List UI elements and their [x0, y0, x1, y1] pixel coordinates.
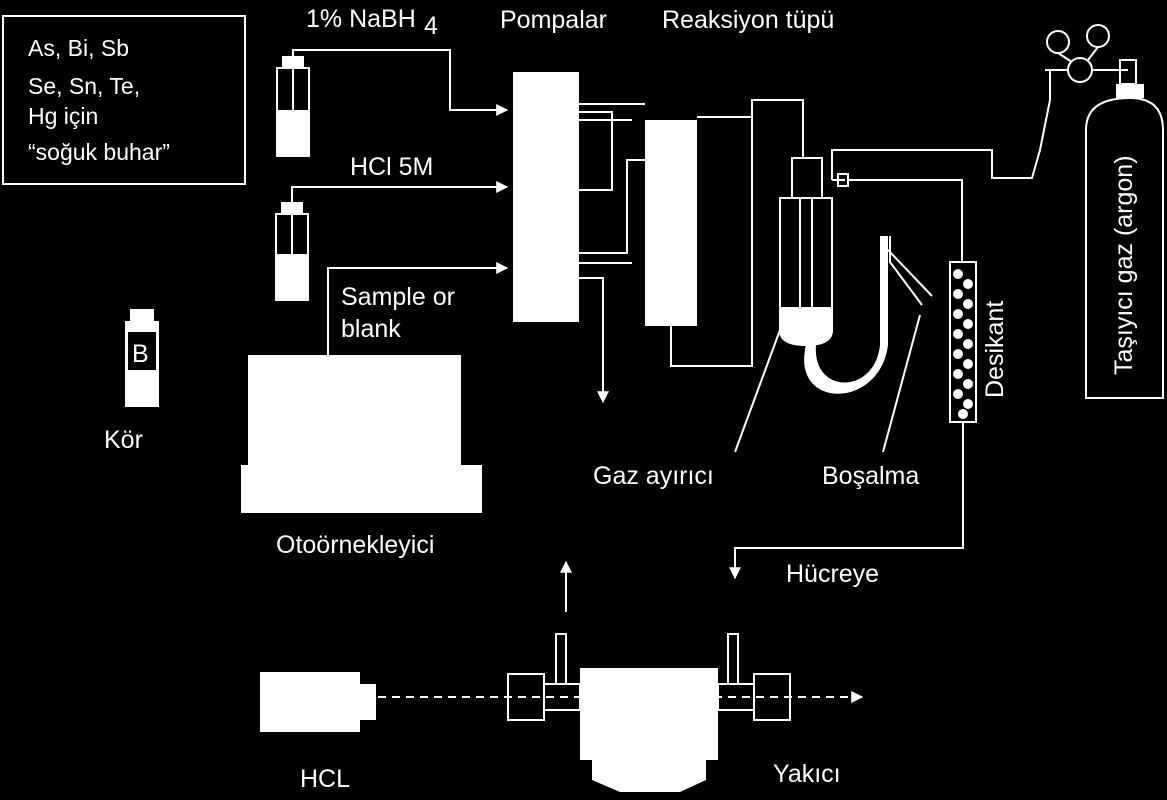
desiccant-label: Desikant [981, 301, 1009, 398]
regulator [1045, 24, 1137, 100]
autosampler-label: Otoörnekleyici [276, 531, 434, 559]
sample-label-2: blank [341, 315, 401, 343]
gas-separator-label: Gaz ayırıcı [593, 462, 714, 490]
pump-lines [579, 103, 645, 400]
quartz-cell [507, 633, 791, 721]
hcl-lamp [260, 672, 376, 732]
hcl-5m-label: HCl 5M [350, 153, 433, 181]
nabh4-label: 1% NaBH [306, 5, 416, 33]
gas-separator [779, 157, 849, 347]
nabh4-subscript: 4 [424, 12, 438, 40]
reaction-to-separator-line [670, 116, 753, 367]
sample-label-1: Sample or [341, 283, 455, 311]
gas-separator-pointer [734, 329, 781, 453]
to-cell-line [729, 422, 964, 580]
autosampler [241, 355, 482, 513]
blank-label: Kör [104, 426, 143, 454]
info-line-3: Hg için [28, 103, 98, 129]
to-cell-label: Hücreye [786, 560, 879, 588]
burner [580, 668, 718, 792]
carrier-gas-label: Taşıyıcı gaz (argon) [1110, 155, 1138, 375]
blank-vial: B [125, 309, 159, 407]
drain-outlet [887, 249, 933, 297]
info-line-2: Se, Sn, Te, [28, 73, 140, 99]
info-box: As, Bi, Sb Se, Sn, Te, Hg için “soğuk bu… [2, 15, 246, 185]
drain-u-tube [804, 236, 888, 394]
blank-vial-letter: B [132, 340, 149, 368]
separator-to-desiccant-line [848, 179, 963, 262]
hcl-bottle [275, 202, 309, 301]
reaction-tube [645, 120, 697, 326]
lamp-label: HCL [300, 765, 350, 793]
reaction-tube-label: Reaksiyon tüpü [662, 6, 834, 34]
desiccant-column [949, 261, 977, 423]
nabh4-bottle [276, 56, 310, 157]
carrier-gas-line [831, 99, 1051, 180]
drain-side-arm [889, 236, 923, 306]
pump-block [513, 72, 579, 322]
hcl-line [291, 181, 509, 202]
nabh4-line [292, 49, 509, 116]
burner-label: Yakıcı [773, 760, 841, 788]
info-line-4: “soğuk buhar” [28, 139, 170, 165]
separator-feed-line [751, 99, 804, 158]
argon-cylinder [1085, 84, 1164, 399]
pumps-label: Pompalar [500, 6, 607, 34]
info-line-1: As, Bi, Sb [28, 35, 129, 61]
sample-line [327, 262, 509, 355]
drain-pointer [882, 314, 921, 453]
drain-label: Boşalma [822, 462, 919, 490]
